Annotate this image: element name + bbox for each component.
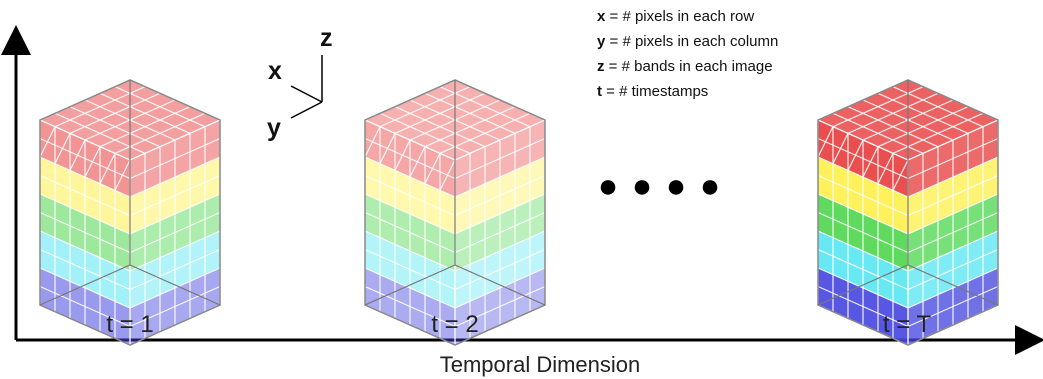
legend-line-t: t = # timestamps xyxy=(597,83,708,100)
cube-label-t2: t = 2 xyxy=(431,311,478,338)
orientation-y-label: y xyxy=(267,114,281,142)
cube-label-tT: t = T xyxy=(883,311,932,338)
orientation-x-label: x xyxy=(268,57,282,85)
orientation-x-line xyxy=(290,85,323,103)
data-cube-tT xyxy=(817,79,999,346)
dimension-legend: x = # pixels in each row y = # pixels in… xyxy=(597,8,778,100)
temporal-axis-label: Temporal Dimension xyxy=(440,352,641,377)
ellipsis-dots: ● ● ● ● xyxy=(598,167,722,205)
cube-label-t1: t = 1 xyxy=(106,311,153,338)
orientation-axes: z x y xyxy=(267,24,333,142)
orientation-z-label: z xyxy=(320,24,333,52)
legend-line-y: y = # pixels in each column xyxy=(597,33,778,50)
legend-line-x: x = # pixels in each row xyxy=(597,8,754,25)
orientation-y-line xyxy=(290,101,323,119)
legend-line-z: z = # bands in each image xyxy=(597,58,773,75)
data-cube-t1 xyxy=(39,79,221,346)
data-cube-t2 xyxy=(364,79,546,346)
